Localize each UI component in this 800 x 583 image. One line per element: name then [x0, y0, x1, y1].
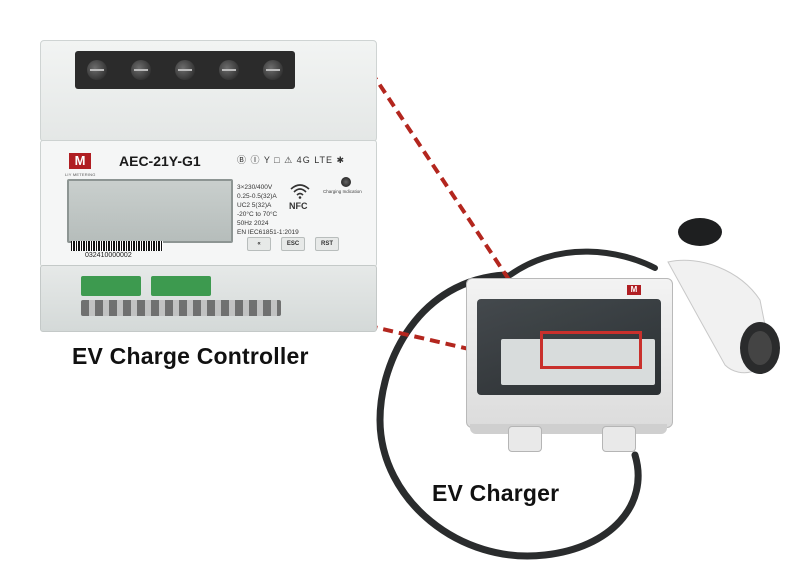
charging-cable	[376, 271, 642, 560]
spec-line: 0.25-0.5(32)A	[237, 193, 277, 200]
cable-gland-left	[508, 426, 542, 452]
barcode	[71, 241, 163, 251]
charger-base	[470, 424, 667, 434]
terminal-screw	[263, 60, 283, 80]
certification-icons: Ⓑ Ⓘ Υ □ ⚠ 4G LTE ✱	[237, 155, 346, 165]
nfc-label: NFC	[289, 201, 308, 211]
meter-front-panel: M LIY METERING AEC-21Y-G1 Ⓑ Ⓘ Υ □ ⚠ 4G L…	[40, 140, 377, 267]
charger-logo: M	[627, 285, 641, 295]
spec-list: 3×230/400V 0.25-0.5(32)A UC2 5(32)A -20°…	[237, 183, 299, 237]
back-button[interactable]: «	[247, 237, 271, 251]
charging-cable-top	[507, 248, 658, 278]
lcd-display	[67, 179, 233, 243]
cable-gland-right	[602, 426, 636, 452]
terminal-screw	[175, 60, 195, 80]
charging-indicator-led	[341, 177, 351, 187]
green-terminal-block	[81, 276, 141, 296]
terminal-screw	[131, 60, 151, 80]
spec-line: -20°C to 70°C	[237, 211, 278, 218]
ev-charger-box: M	[466, 278, 673, 452]
brand-logo: M	[69, 153, 91, 169]
brand-subtitle: LIY METERING	[65, 172, 96, 177]
rst-button[interactable]: RST	[315, 237, 339, 251]
charging-indicator-label: Charging Indication	[323, 189, 362, 194]
spec-line: EN IEC61851-1:2019	[237, 229, 299, 236]
terminal-screw	[219, 60, 239, 80]
charger-caption: EV Charger	[432, 480, 560, 506]
charger-enclosure: M	[466, 278, 673, 428]
green-terminal-block	[151, 276, 211, 296]
spec-line: UC2 5(32)A	[237, 202, 272, 209]
controller-highlight-box	[540, 331, 642, 369]
esc-button[interactable]: ESC	[281, 237, 305, 251]
meter-bottom-housing	[40, 265, 377, 332]
spec-line: 3×230/400V	[237, 184, 273, 191]
meter-top-housing	[40, 40, 377, 142]
ev-charge-controller: M LIY METERING AEC-21Y-G1 Ⓑ Ⓘ Υ □ ⚠ 4G L…	[40, 40, 377, 332]
wifi-icon	[290, 184, 310, 199]
charging-plug	[667, 218, 780, 374]
top-terminal-strip	[75, 51, 295, 89]
bottom-terminal-screws	[81, 300, 281, 316]
charger-internal-controller	[501, 339, 655, 385]
barcode-number: 032410000002	[85, 252, 132, 259]
terminal-screw	[87, 60, 107, 80]
controller-caption: EV Charge Controller	[72, 343, 309, 369]
spec-line: 50Hz 2024	[237, 220, 269, 227]
model-number: AEC-21Y-G1	[119, 153, 201, 169]
charger-transparent-cover	[477, 299, 661, 395]
